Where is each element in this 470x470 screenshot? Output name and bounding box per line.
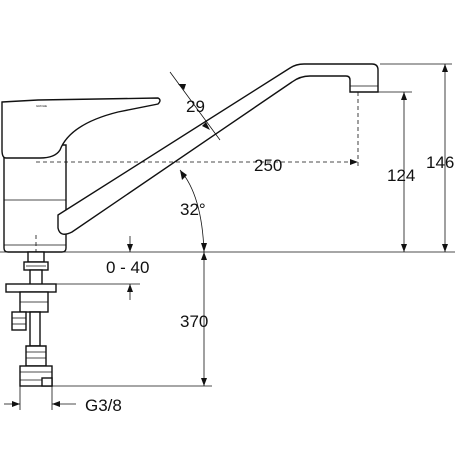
connection-assembly (5, 251, 57, 387)
dimension-angle: 32° (179, 169, 207, 253)
dim-connection-thread: G3/8 (85, 396, 122, 415)
dim-spout-angle: 32° (180, 200, 206, 219)
dim-handle-thickness: 29 (186, 97, 205, 116)
dimension-0-40: 0 - 40 (50, 236, 149, 300)
dimension-370: 370 (52, 252, 212, 387)
dim-spout-height: 124 (387, 166, 415, 185)
dim-worktop-thickness: 0 - 40 (106, 258, 149, 277)
dim-spout-reach: 250 (254, 156, 282, 175)
dimension-29: 29 (169, 71, 221, 141)
lever-handle: GROHE (1, 97, 161, 159)
dim-total-height: 146 (426, 153, 454, 172)
dimension-250: 250 (36, 92, 359, 175)
spout (57, 63, 379, 235)
brand-logo: GROHE (36, 104, 47, 108)
dim-hose-length: 370 (180, 312, 208, 331)
faucet-body (3, 144, 67, 253)
dimension-g38: G3/8 (4, 386, 122, 415)
dimension-124: 124 (372, 91, 415, 252)
dimension-146: 146 (380, 63, 454, 252)
